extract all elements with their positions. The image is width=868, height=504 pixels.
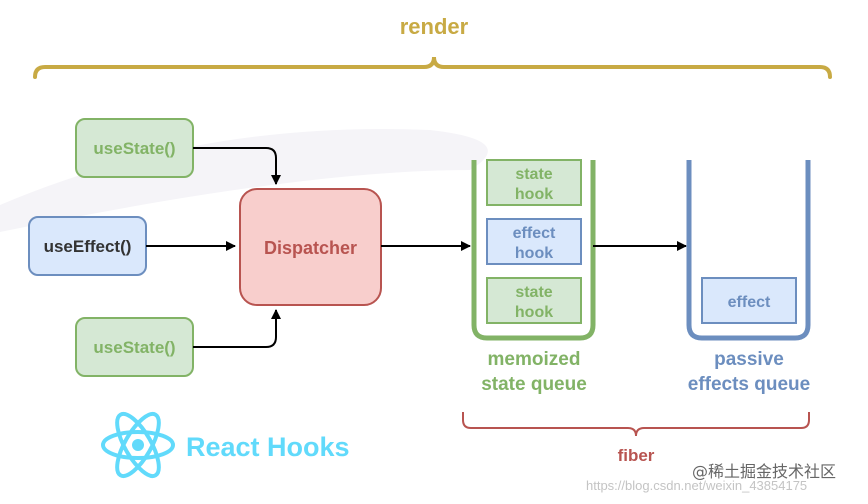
svg-text:state: state [515,284,552,301]
arrow-usestate-top-to-dispatcher [193,147,281,185]
background-swoosh [0,128,488,232]
use-state-hook-top[interactable]: useState() [75,118,194,178]
arrow-usestate-bottom-to-dispatcher [193,309,281,348]
svg-text:state: state [515,166,552,183]
effects-queue-container [686,160,811,341]
csdn-watermark: https://blog.csdn.net/weixin_43854175 [586,478,807,493]
effects-queue-caption-line1: passive [714,349,784,370]
svg-text:effect: effect [728,294,771,311]
svg-text:useState(): useState() [93,338,175,357]
state-queue-container [471,160,596,341]
use-effect-hook[interactable]: useEffect() [28,216,147,276]
dispatcher-box[interactable]: Dispatcher [239,188,382,306]
fiber-label: fiber [618,446,655,465]
state-hook-2[interactable]: state hook [486,277,582,324]
svg-text:Dispatcher: Dispatcher [264,238,357,258]
community-watermark: @稀土掘金技术社区 [692,462,836,481]
render-brace [33,56,832,79]
fiber-brace [462,412,810,437]
state-queue-caption-line2: state queue [481,374,587,395]
svg-text:hook: hook [515,304,553,321]
react-logo-icon [101,412,175,478]
effects-queue-caption-line2: effects queue [688,374,810,395]
render-label: render [400,14,469,39]
state-queue-caption-line1: memoized [488,349,581,370]
effect-item[interactable]: effect [701,277,797,324]
svg-text:useEffect(): useEffect() [44,237,132,256]
state-hook-1[interactable]: state hook [486,159,582,206]
react-hooks-logo-text: React Hooks [186,432,350,462]
svg-text:hook: hook [515,245,553,262]
effect-hook[interactable]: effect hook [486,218,582,265]
svg-text:hook: hook [515,186,553,203]
svg-text:useState(): useState() [93,139,175,158]
svg-text:effect: effect [513,225,556,242]
use-state-hook-bottom[interactable]: useState() [75,317,194,377]
